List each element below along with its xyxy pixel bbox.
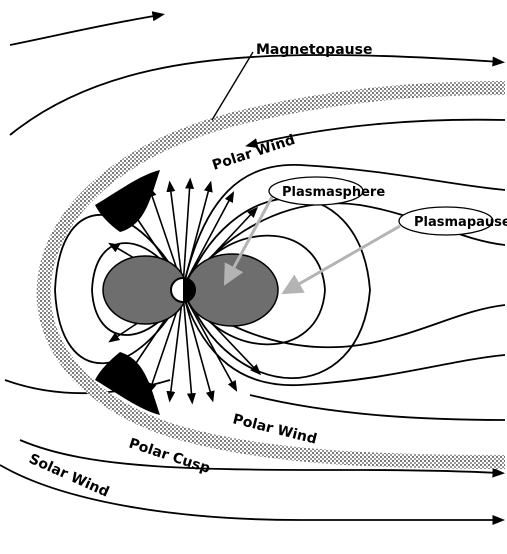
plasmasphere-label: Plasmasphere — [282, 185, 385, 200]
plasmapause-label: Plasmapause — [414, 215, 507, 230]
polar-wind-upper-label: Polar Wind — [210, 132, 297, 174]
earth-icon — [171, 278, 195, 302]
magnetopause-label: Magnetopause — [256, 42, 372, 58]
